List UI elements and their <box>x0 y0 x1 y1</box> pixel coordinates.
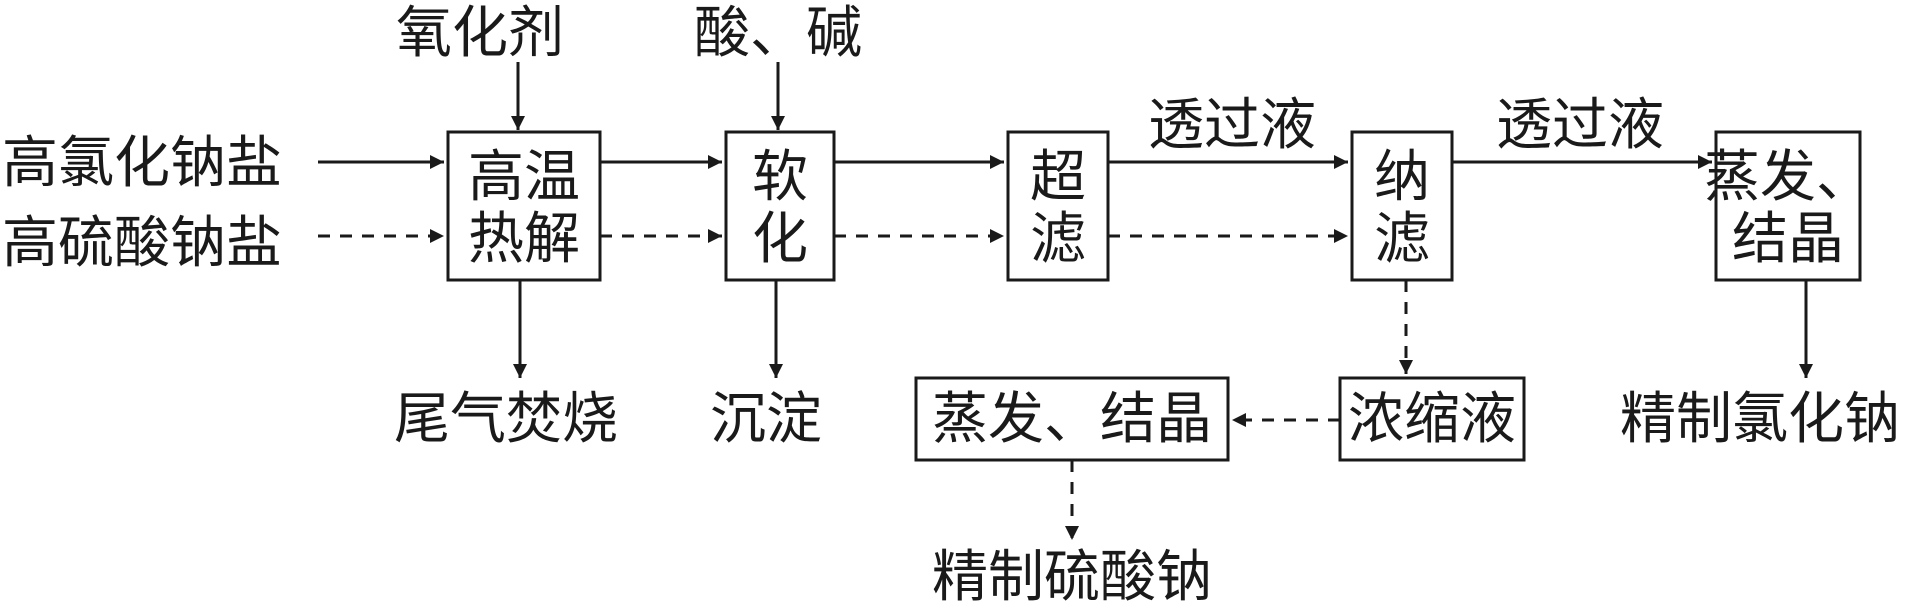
ultrafiltration-label-2: 滤 <box>1030 207 1086 272</box>
pyrolysis-box: 高温 热解 <box>446 130 602 282</box>
output-refined-nacl: 精制氯化钠 <box>1620 387 1900 452</box>
bottom-evaporation-crystallization-label: 蒸发、结晶 <box>932 387 1212 452</box>
softening-label-1: 软 <box>752 145 808 210</box>
softening-box: 软 化 <box>724 130 836 282</box>
input-chloride-salt: 高氯化钠盐 <box>2 131 282 196</box>
bottom-evaporation-crystallization-box: 蒸发、结晶 <box>914 376 1230 462</box>
oxidant-label: 氧化剂 <box>396 1 564 66</box>
pyrolysis-label-1: 高温 <box>468 145 580 210</box>
permeate-label-2: 透过液 <box>1496 93 1664 158</box>
pyrolysis-label-2: 热解 <box>468 207 580 272</box>
evaporation-crystallization-label-2: 结晶 <box>1732 207 1844 272</box>
evaporation-crystallization-label-1: 蒸发、 <box>1704 145 1872 210</box>
nanofiltration-box: 纳 滤 <box>1350 130 1454 282</box>
output-refined-na2so4: 精制硫酸钠 <box>932 545 1212 610</box>
nanofiltration-label-2: 滤 <box>1374 207 1430 272</box>
softening-label-2: 化 <box>752 207 808 272</box>
concentrate-box: 浓缩液 <box>1338 376 1526 462</box>
acid-base-label: 酸、碱 <box>694 1 862 66</box>
ultrafiltration-box: 超 滤 <box>1006 130 1110 282</box>
nanofiltration-label-1: 纳 <box>1374 145 1430 210</box>
permeate-label-1: 透过液 <box>1148 93 1316 158</box>
input-sulfate-salt: 高硫酸钠盐 <box>2 211 282 276</box>
output-tail-gas: 尾气焚烧 <box>394 387 618 452</box>
output-precipitate: 沉淀 <box>710 387 822 452</box>
ultrafiltration-label-1: 超 <box>1030 145 1086 210</box>
concentrate-label: 浓缩液 <box>1348 387 1516 452</box>
evaporation-crystallization-box: 蒸发、 结晶 <box>1704 130 1872 282</box>
